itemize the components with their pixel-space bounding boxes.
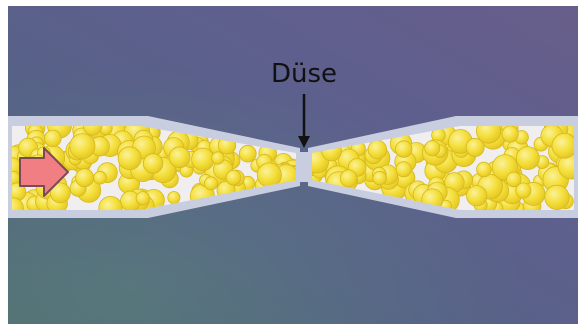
particle [552,133,577,158]
particle [502,126,518,142]
particle [169,147,190,168]
particle [467,186,487,206]
particle [396,162,411,177]
particle [136,192,149,205]
nozzle-gap [296,152,312,182]
particle [516,147,539,170]
particle [477,162,492,177]
nozzle-label: Düse [271,59,337,89]
particle [226,170,241,185]
particle [239,145,256,162]
particle [507,172,522,187]
particle [257,163,281,187]
particle [168,192,180,204]
particle [118,147,141,170]
particle [143,154,163,174]
particle [192,148,214,170]
particle [425,141,440,156]
particle [76,169,94,187]
particle [340,170,357,187]
particle [368,140,387,159]
particle [204,177,217,190]
particle [70,134,95,159]
particle [45,130,62,147]
particle [212,152,224,164]
particle [545,185,569,209]
particle [94,171,107,184]
particle [395,141,412,158]
particle [373,171,387,185]
